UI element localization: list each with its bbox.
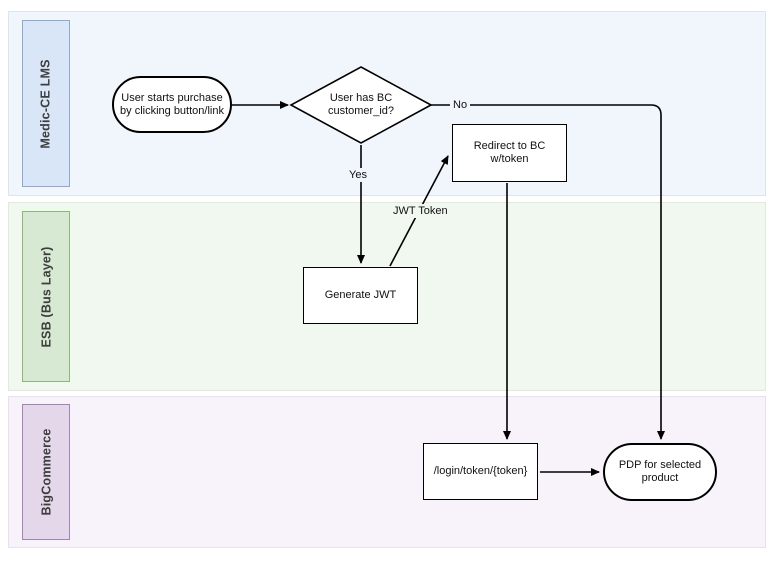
node-redirect-to-bc: Redirect to BC w/token xyxy=(452,124,567,182)
node-label: Redirect to BC w/token xyxy=(473,140,546,165)
edge-label-yes: Yes xyxy=(346,168,370,182)
node-label: Generate JWT xyxy=(324,289,397,301)
edge-label-no: No xyxy=(450,98,471,112)
node-decision: User has BC customer_id? xyxy=(304,85,418,125)
lane-title: ESB (Bus Layer) xyxy=(39,246,54,347)
node-label: User has BC customer_id? xyxy=(327,92,395,117)
edge-label-jwt-token: JWT Token xyxy=(390,204,451,218)
node-generate-jwt: Generate JWT xyxy=(303,267,418,324)
lane-title: Medic-CE LMS xyxy=(39,58,53,149)
lane-header-bigcommerce: BigCommerce xyxy=(22,404,70,540)
node-label: /login/token/{token} xyxy=(433,465,528,477)
lane-header-esb-bus-layer: ESB (Bus Layer) xyxy=(22,211,70,382)
node-start-terminator: User starts purchase by clicking button/… xyxy=(112,76,232,133)
node-pdp-terminator: PDP for selected product xyxy=(603,443,717,501)
lane-title: BigCommerce xyxy=(39,428,54,516)
lane-header-medic-ce-lms: Medic-CE LMS xyxy=(22,20,70,187)
node-label: PDP for selected product xyxy=(618,459,702,484)
node-login-token: /login/token/{token} xyxy=(423,443,538,500)
node-label: User starts purchase by clicking button/… xyxy=(120,91,224,117)
